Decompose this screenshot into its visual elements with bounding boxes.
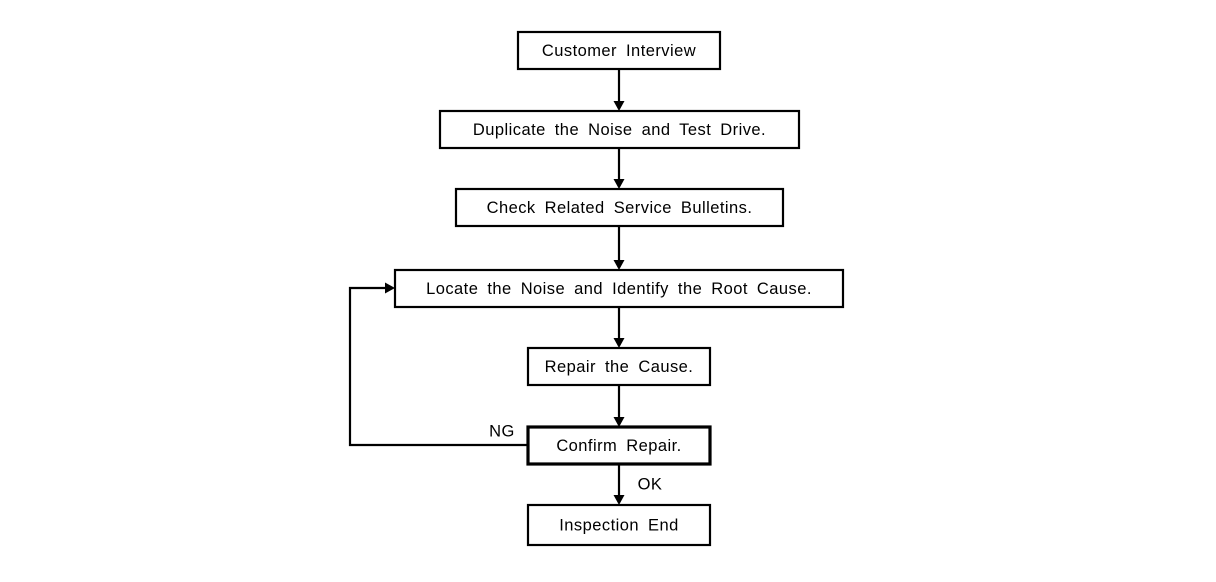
node-label: Repair the Cause. — [545, 358, 694, 376]
node-box — [393, 268, 845, 309]
node-label: Inspection End — [559, 516, 678, 534]
node-box — [526, 346, 712, 387]
flow-edge — [613, 385, 625, 427]
edge-line — [348, 286, 528, 447]
edge-arrowhead — [613, 179, 625, 189]
flow-node-duplicate-noise: Duplicate the Noise and Test Drive. — [438, 109, 801, 150]
node-box — [454, 187, 785, 228]
node-box — [526, 503, 712, 547]
node-label: Confirm Repair. — [556, 437, 681, 455]
node-box — [526, 425, 712, 466]
edge-arrowhead — [613, 417, 625, 427]
node-label: Check Related Service Bulletins. — [487, 199, 753, 217]
flow-edge — [348, 282, 528, 447]
edge-arrowhead — [613, 495, 625, 505]
edges-layer — [348, 69, 625, 505]
edge-label-ok: OK — [638, 475, 663, 493]
flow-node-repair-cause: Repair the Cause. — [526, 346, 712, 387]
flow-edge — [613, 464, 625, 505]
flow-edge — [613, 307, 625, 348]
flow-edge — [613, 69, 625, 111]
edge-label-ng: NG — [489, 422, 515, 440]
edge-arrowhead — [613, 260, 625, 270]
flow-edge — [613, 148, 625, 189]
flow-node-customer-interview: Customer Interview — [516, 30, 722, 71]
node-label: Customer Interview — [542, 42, 696, 60]
node-label: Duplicate the Noise and Test Drive. — [473, 121, 766, 139]
edge-labels-layer: OK NG — [489, 422, 662, 493]
flow-node-check-bulletins: Check Related Service Bulletins. — [454, 187, 785, 228]
node-box — [516, 30, 722, 71]
flow-node-locate-noise: Locate the Noise and Identify the Root C… — [393, 268, 845, 309]
edge-arrowhead — [385, 282, 395, 294]
flow-node-confirm-repair: Confirm Repair. — [526, 425, 712, 466]
edge-arrowhead — [613, 101, 625, 111]
flow-edge — [613, 226, 625, 270]
flow-node-inspection-end: Inspection End — [526, 503, 712, 547]
node-box — [438, 109, 801, 150]
edge-arrowhead — [613, 338, 625, 348]
node-label: Locate the Noise and Identify the Root C… — [426, 280, 812, 298]
